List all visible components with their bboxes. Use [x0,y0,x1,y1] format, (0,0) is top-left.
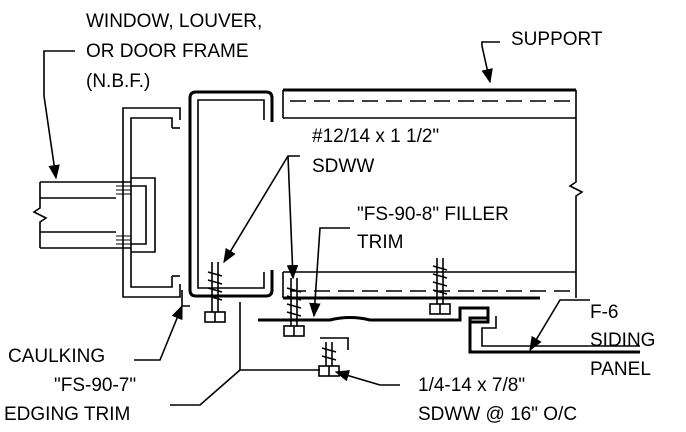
glass-stub [32,181,131,249]
panel-label-line2: SIDING [590,330,655,351]
screw-2 [283,278,305,337]
screw1-label-line2: SDWW [312,156,374,177]
frame-label-line1: WINDOW, LOUVER, [86,11,262,32]
filler-label-line2: TRIM [357,232,403,253]
screw2-label-line1: 1/4-14 x 7/8" [418,375,525,396]
screw-4 [318,337,349,377]
screw-1 [204,262,226,323]
leaders [43,41,590,406]
screw-3 [429,258,451,315]
panel-label-line3: PANEL [590,359,651,380]
frame-label-line2: OR DOOR FRAME [86,41,249,62]
screw1-label-line1: #12/14 x 1 1/2" [312,126,439,147]
panel-label-line1: F-6 [590,302,619,323]
edging-trim [181,90,274,307]
caulking-label: CAULKING [8,346,105,367]
edging-label-line2: EDGING TRIM [4,404,130,425]
screw2-label-line2: SDWW @ 16" O/C [418,404,577,425]
frame-label-line3: (N.B.F.) [86,71,150,92]
filler-label-line1: "FS-90-8" FILLER [357,204,509,225]
edging-label-line1: "FS-90-7" [54,375,136,396]
window-frame [116,107,181,298]
support-girt [282,88,584,300]
support-label: SUPPORT [511,29,603,50]
